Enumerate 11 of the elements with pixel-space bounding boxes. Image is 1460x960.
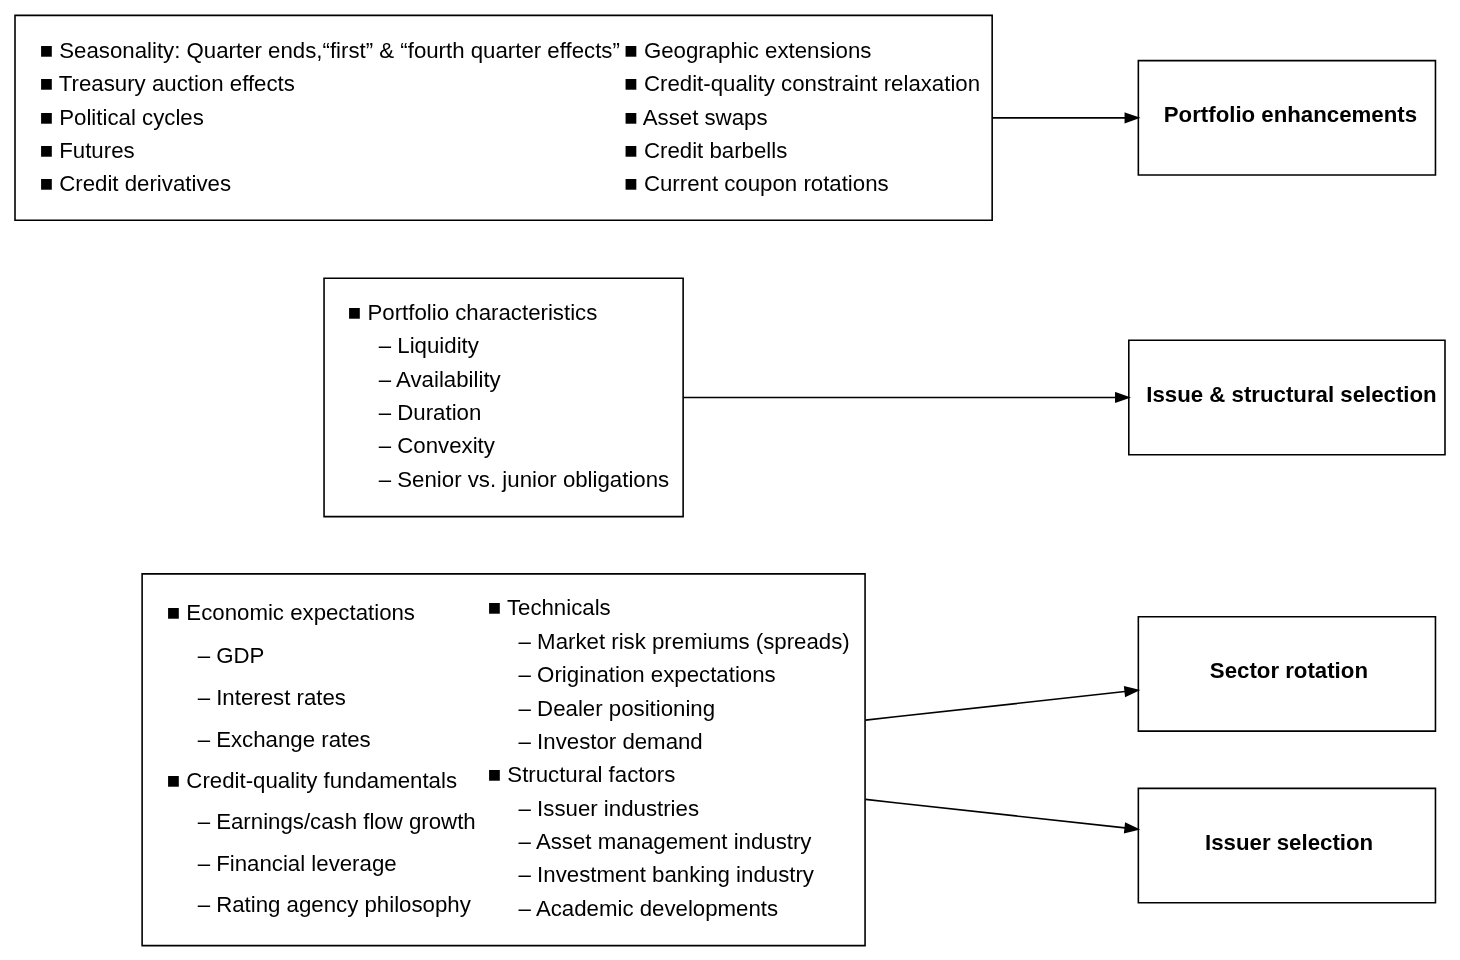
node-box: ■ Portfolio characteristics – Liquidity – Availability – Duration – Convexity – Senior vs. junior obligations [323, 277, 684, 517]
node-box: ■ Seasonality: Quarter ends,“first” & “fourth quarter effects” ■ Treasury auction effects ■ Political cycles ■ Futures ■ Credit derivatives ■ Geographic extensions ■ Credit-quality constraint relaxation ■ Asset swaps ■ Credit barbells ■ Current coupon rotations [14, 14, 993, 221]
arrow [864, 798, 1141, 833]
arrow [864, 685, 1141, 721]
node-box: ■ Economic expectations – GDP – Interest rates – Exchange rates ■ Credit-quality fundamentals – Earnings/cash flow growth – Financial leverage – Rating agency philosophy ■ Technicals – Market risk premiums (spreads) – Origination expectations – Dealer positioning – Investor demand ■ Structural factors – Issuer industries – Asset management industry – Investment banking industry – Academic developments [141, 572, 866, 946]
node-box: Issue & structural selection [1128, 339, 1446, 455]
node-box: Issuer selection [1137, 787, 1437, 904]
node-box: Portfolio enhancements [1137, 59, 1437, 176]
arrow [991, 111, 1141, 123]
arrow [682, 391, 1131, 403]
node-box: Sector rotation [1137, 615, 1437, 732]
